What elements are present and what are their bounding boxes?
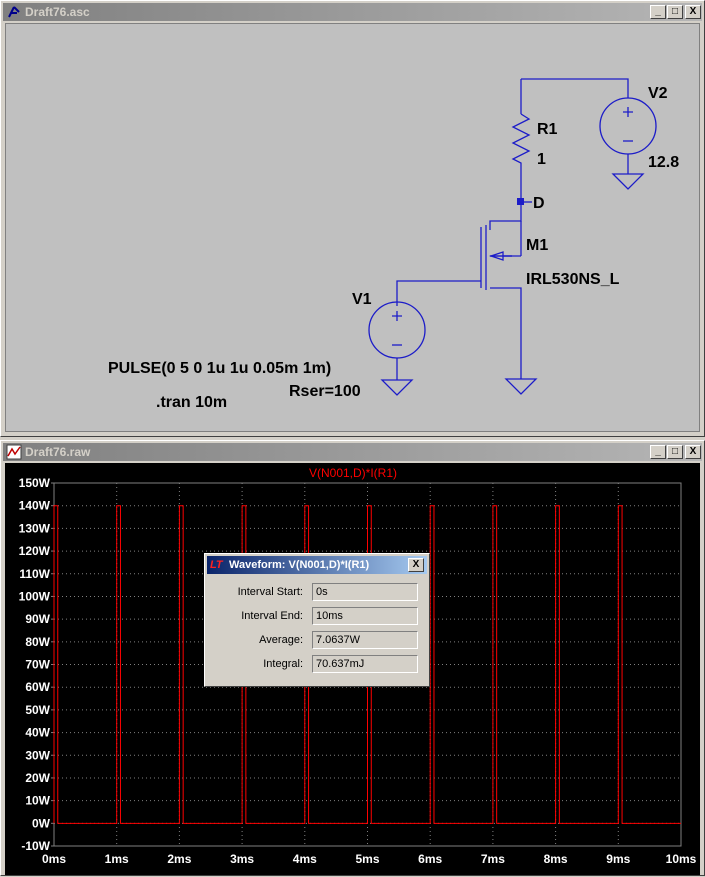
x-tick-label: 1ms [105,852,129,866]
y-tick-label: 80W [25,635,50,649]
dialog-close-button[interactable]: X [408,558,424,572]
y-tick-label: 150W [19,476,51,490]
waveform-title: Draft76.raw [25,445,91,459]
y-tick-label: 0W [32,816,51,830]
minimize-button[interactable]: _ [650,445,666,459]
y-tick-label: 40W [25,726,50,740]
node-d-marker[interactable] [517,198,524,205]
v1-source [368,301,426,359]
field-row: Integral: 70.637mJ [205,655,431,675]
waveform-chart[interactable]: V(N001,D)*I(R1) 150W 140W 130W 120W 110W 100W… [5,463,702,877]
waveform-window[interactable]: Draft76.raw _ □ X V(N001,D)*I(R1) 150W 14… [0,440,705,876]
x-tick-label: 3ms [230,852,254,866]
trace-title[interactable]: V(N001,D)*I(R1) [309,466,397,480]
y-tick-label: 130W [19,521,51,535]
y-tick-label: 70W [25,658,50,672]
r1-value[interactable]: 1 [537,151,546,168]
r1-resistor [511,113,531,202]
integral-field[interactable]: 70.637mJ [312,655,418,673]
field-row: Interval Start: 0s [205,583,431,603]
wire-gate [396,280,481,306]
measure-dialog[interactable]: LT Waveform: V(N001,D)*I(R1) X Interval … [204,553,430,687]
close-button[interactable]: X [685,445,701,459]
y-tick-label: 90W [25,612,50,626]
m1-name[interactable]: M1 [526,237,548,254]
x-tick-label: 10ms [666,852,697,866]
interval-end-field[interactable]: 10ms [312,607,418,625]
y-tick-label: 10W [25,794,50,808]
field-row: Interval End: 10ms [205,607,431,627]
node-d-label[interactable]: D [533,195,545,212]
v1-name[interactable]: V1 [352,291,372,308]
schematic-title: Draft76.asc [25,5,90,19]
ltspice-logo-icon: LT [210,559,223,571]
schematic-titlebar[interactable]: Draft76.asc _ □ X [3,3,702,21]
y-tick-label: 20W [25,771,50,785]
v1-rser[interactable]: Rser=100 [289,383,361,400]
wire-top [521,78,629,98]
schematic-window[interactable]: Draft76.asc _ □ X [0,0,705,437]
average-field[interactable]: 7.0637W [312,631,418,649]
y-tick-label: 110W [19,567,50,581]
trace-line [53,505,681,824]
v2-ground-icon [611,173,645,190]
maximize-button[interactable]: □ [667,5,683,19]
schematic-drawing[interactable]: R1 1 V2 12.8 D M1 IRL530NS_L V1 PULSE(0 … [6,24,701,433]
x-tick-label: 4ms [293,852,317,866]
v1-ground-icon [380,379,414,396]
tran-directive[interactable]: .tran 10m [156,394,227,411]
dialog-title: Waveform: V(N001,D)*I(R1) [229,559,370,571]
x-tick-label: 0ms [42,852,66,866]
v2-source [599,97,657,155]
x-tick-label: 8ms [544,852,568,866]
y-tick-label: 100W [19,589,51,603]
field-row: Average: 7.0637W [205,631,431,651]
x-tick-label: 6ms [418,852,442,866]
close-button[interactable]: X [685,5,701,19]
schematic-icon [8,6,20,18]
y-tick-label: 140W [19,499,51,513]
v2-value[interactable]: 12.8 [648,154,679,171]
m1-value[interactable]: IRL530NS_L [526,271,620,288]
maximize-button[interactable]: □ [667,445,683,459]
x-tick-label: 9ms [606,852,630,866]
v1-pulse-value[interactable]: PULSE(0 5 0 1u 1u 0.05m 1m) [108,360,331,377]
x-tick-label: 7ms [481,852,505,866]
schematic-canvas[interactable]: R1 1 V2 12.8 D M1 IRL530NS_L V1 PULSE(0 … [5,23,700,432]
minimize-button[interactable]: _ [650,5,666,19]
y-tick-label: 120W [19,544,51,558]
v2-name[interactable]: V2 [648,85,668,102]
x-tick-label: 5ms [355,852,379,866]
y-tick-label: 50W [25,703,50,717]
x-tick-label: 2ms [167,852,191,866]
y-tick-label: -10W [21,839,50,853]
r1-name[interactable]: R1 [537,121,558,138]
m1-ground-icon [504,378,538,395]
waveform-icon [6,444,22,460]
interval-end-label: Interval End: [241,610,303,622]
interval-start-field[interactable]: 0s [312,583,418,601]
dialog-titlebar[interactable]: LT Waveform: V(N001,D)*I(R1) X [207,556,427,574]
integral-label: Integral: [263,658,303,670]
y-tick-label: 60W [25,680,50,694]
y-tick-label: 30W [25,748,50,762]
average-label: Average: [259,634,303,646]
interval-start-label: Interval Start: [237,586,303,598]
waveform-titlebar[interactable]: Draft76.raw _ □ X [3,443,702,461]
